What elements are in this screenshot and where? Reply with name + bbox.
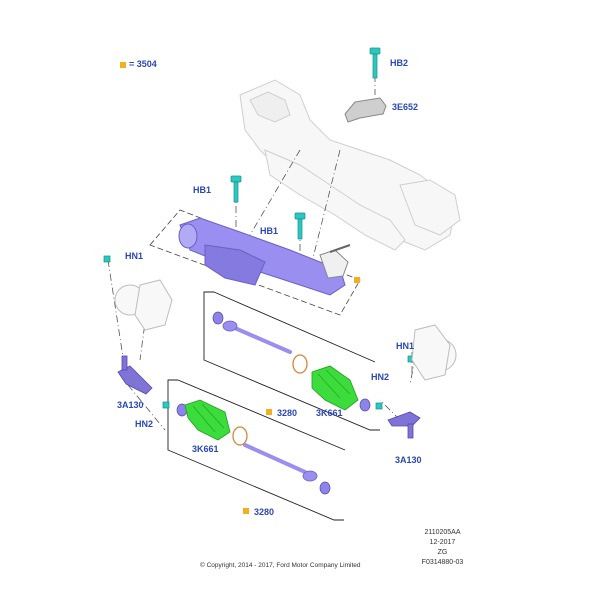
- drawing-metadata: 2110205AA 12-2017 ZG F0314880-03: [405, 528, 480, 568]
- clamps: [176, 311, 371, 495]
- o-rings: [232, 354, 308, 446]
- label-hn2-right: HN2: [371, 372, 390, 382]
- rack-marker-square: [354, 277, 360, 283]
- bolts: [103, 47, 415, 410]
- label-3280-top: 3280: [277, 408, 298, 418]
- meta-line-1: 2110205AA: [424, 529, 461, 536]
- label-3k661-bottom: 3K661: [192, 444, 219, 454]
- label-hb2: HB2: [390, 58, 409, 68]
- bolt-hb2: [369, 47, 381, 79]
- meta-line-3: ZG: [437, 549, 448, 556]
- nut-hn2-right: [375, 402, 383, 410]
- legend-text: = 3504: [129, 59, 157, 69]
- label-3e652: 3E652: [392, 102, 419, 112]
- bellows-boots: [184, 365, 359, 441]
- label-hn1-left: HN1: [125, 251, 144, 261]
- marker-square-3280-top: [266, 409, 272, 415]
- marker-square-3280-bottom: [243, 508, 249, 514]
- copyright-notice: © Copyright, 2014 - 2017, Ford Motor Com…: [200, 562, 361, 569]
- meta-line-4: F0314880-03: [421, 559, 464, 566]
- label-3k661-top: 3K661: [316, 408, 343, 418]
- subframe-drawing: [239, 79, 461, 251]
- knuckles: [114, 279, 457, 381]
- nut-hn2-left: [162, 401, 170, 409]
- tie-rod-ends: [117, 355, 421, 439]
- inner-tie-rods: [222, 320, 318, 482]
- legend: = 3504: [120, 59, 157, 69]
- label-hn2-left: HN2: [135, 419, 154, 429]
- label-3a130-left: 3A130: [117, 400, 144, 410]
- label-hb1-top: HB1: [193, 185, 212, 195]
- bracket-3e652: [344, 97, 387, 123]
- bolt-hb1-top: [230, 175, 242, 203]
- legend-marker-square: [120, 61, 126, 68]
- meta-line-2: 12-2017: [429, 539, 456, 546]
- kit-brackets: [167, 291, 380, 521]
- label-3a130-right: 3A130: [395, 455, 422, 465]
- label-hb1-mid: HB1: [260, 226, 279, 236]
- label-hn1-right: HN1: [396, 341, 415, 351]
- steering-rack: [178, 217, 351, 296]
- label-3280-bottom: 3280: [254, 507, 275, 517]
- nut-hn1-left: [103, 255, 111, 263]
- bolt-hb1-mid: [294, 212, 306, 240]
